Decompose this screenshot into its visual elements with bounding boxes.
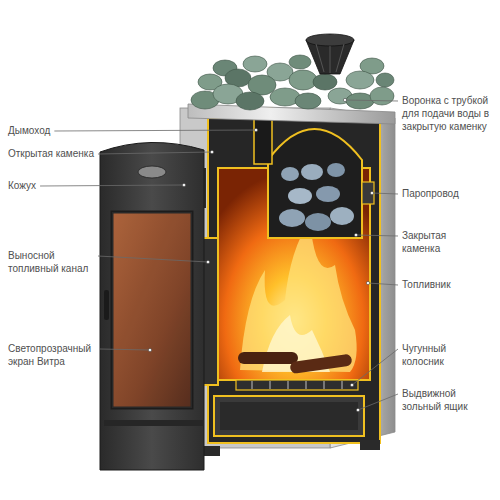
leader-line	[100, 349, 150, 350]
leader-line	[98, 152, 212, 154]
leader-dot	[182, 183, 185, 186]
leader-dot	[210, 150, 213, 153]
part-label: Открытая каменка	[8, 147, 94, 160]
leader-line	[40, 185, 184, 186]
part-label: Кожух	[8, 179, 36, 192]
leader-dot	[370, 191, 373, 194]
leader-line	[358, 394, 398, 410]
part-label: Закрытая каменка	[402, 229, 474, 255]
leader-line	[352, 349, 398, 385]
leader-dot	[350, 383, 353, 386]
leader-dot	[356, 408, 359, 411]
leader-dot	[254, 128, 257, 131]
leader-dot	[343, 98, 346, 101]
part-label: Выдвижной зольный ящик	[402, 387, 486, 413]
part-label: Чугунный колосник	[402, 342, 474, 368]
leader-line	[356, 235, 398, 236]
leader-dot	[366, 281, 369, 284]
part-label: Светопрозрачный экран Витра	[8, 342, 96, 368]
leader-dot	[206, 260, 209, 263]
leader-line	[54, 130, 256, 131]
leader-dot	[148, 348, 151, 351]
part-label: Топливник	[402, 278, 451, 291]
leader-line	[98, 256, 208, 262]
part-label: Дымоход	[8, 124, 50, 137]
leader-dot	[354, 233, 357, 236]
part-label: Выносной топливный канал	[8, 249, 94, 275]
leader-line	[368, 283, 398, 285]
part-label: Паропровод	[402, 187, 459, 200]
part-label: Воронка с трубкой для подачи воды в закр…	[402, 94, 496, 133]
leader-line	[372, 193, 398, 194]
leader-line	[345, 100, 398, 101]
